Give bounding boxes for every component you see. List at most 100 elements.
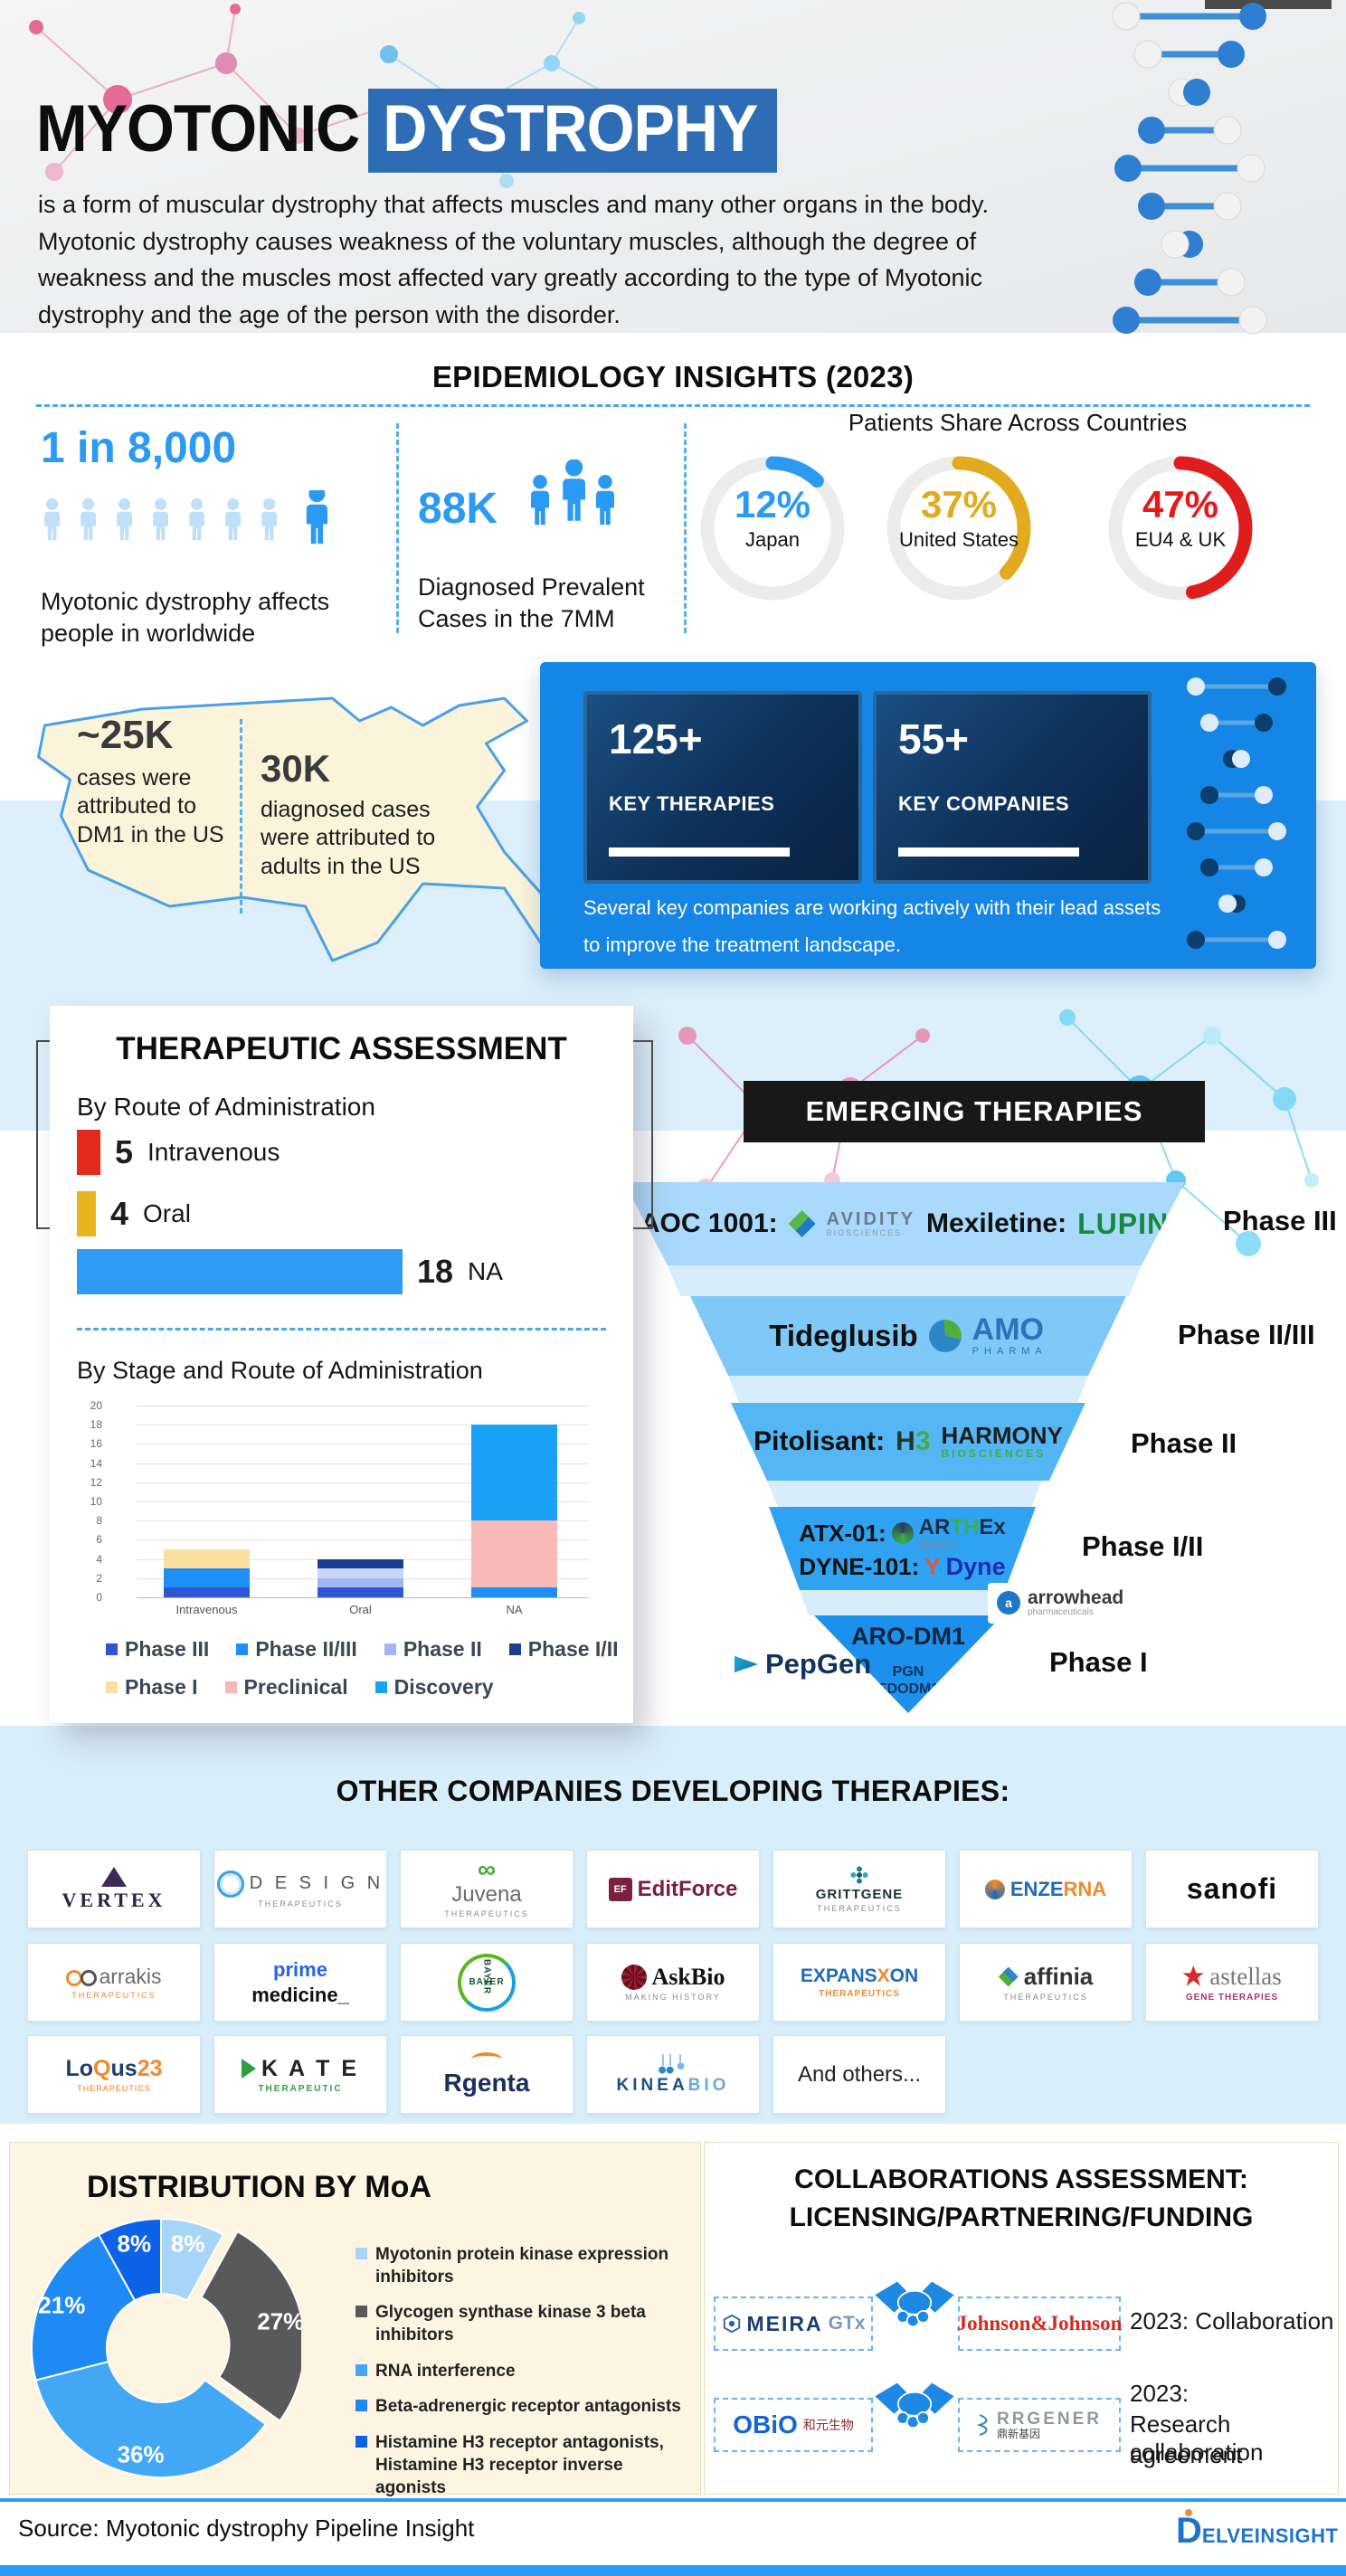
page-title-highlight: DYSTROPHY	[368, 89, 778, 173]
route-bar	[77, 1249, 403, 1294]
pepgen-logo: PepGen	[735, 1648, 871, 1681]
route-label: Oral	[143, 1199, 191, 1227]
company-logo-bayer: BAYER BAYER	[400, 1943, 573, 2022]
gauge-value: 12%	[734, 483, 811, 526]
dyne-logo: Dyne	[945, 1552, 1006, 1580]
people-row-icon	[44, 490, 327, 545]
gauge-japan: 12%Japan	[693, 449, 852, 608]
arthex-icon	[892, 1522, 914, 1544]
company-logo-astellas: astellas GENE THERAPIES	[1145, 1943, 1319, 2022]
grittgene-icon	[849, 1865, 869, 1885]
arrowhead-logo: a arrowhead pharmaceuticals	[988, 1583, 1133, 1624]
funnel-phase3-band: AOC 1001: AVIDITY BIOSCIENCES Mexiletine…	[624, 1182, 1185, 1265]
handshake-icon	[872, 2381, 957, 2429]
gauge-country: United States	[898, 528, 1019, 551]
underline-bar	[898, 848, 1079, 857]
drug-pitolisant: Pitolisant:	[754, 1426, 886, 1456]
collab-note-2-line1: 2023:	[1130, 2380, 1190, 2407]
us-dm1-cases-text: cases were attributed to DM1 in the US	[77, 765, 224, 848]
funnel-connector	[668, 1265, 1142, 1296]
funnel-connector	[728, 1376, 1088, 1403]
prevalence-caption: Myotonic dystrophy affects people in wor…	[41, 588, 330, 648]
key-therapies-card: 125+ KEY THERAPIES	[583, 691, 862, 884]
route-chart-title: By Route of Administration	[77, 1093, 375, 1121]
us-dm1-cases-value: ~25K	[77, 713, 174, 757]
enzerna-icon	[984, 1879, 1005, 1899]
gauge-country: Japan	[745, 528, 800, 551]
kineabio-icon	[658, 2053, 688, 2074]
route-row-intravenous: 5 Intravenous	[77, 1129, 280, 1176]
phase-label-3: Phase III	[1223, 1205, 1337, 1236]
drug-edodm1: EDODM1	[877, 1681, 940, 1698]
epidemiology-title: EPIDEMIOLOGY INSIGHTS (2023)	[431, 360, 915, 393]
key-box-caption: Several key companies are working active…	[583, 896, 1161, 956]
dashed-divider-vertical-2	[684, 423, 687, 633]
drug-pgn: PGN	[892, 1664, 924, 1680]
rgenta-arc-icon	[471, 2051, 502, 2067]
phase-label-1: Phase I	[1049, 1646, 1148, 1678]
askbio-icon	[621, 1964, 647, 1990]
underline-bar	[609, 848, 790, 857]
collab-note-2-line3: agreement	[1130, 2441, 1243, 2468]
johnson-johnson-logo-box: Johnson&Johnson	[957, 2297, 1122, 2351]
affinia-icon	[998, 1966, 1019, 1987]
juvena-icon: ∞	[478, 1855, 496, 1884]
company-logo-enzerna: ENZERNA	[959, 1850, 1133, 1928]
key-therapies-value: 125+	[609, 715, 703, 762]
footer-bar	[0, 2565, 1346, 2576]
key-stats-box: 125+ KEY THERAPIES 55+ KEY COMPANIES	[540, 662, 1316, 969]
gauge-eu4-uk: 47%EU4 & UK	[1101, 449, 1260, 608]
map-divider	[240, 719, 242, 914]
gauge-united-states: 37%United States	[879, 449, 1038, 608]
design-icon	[216, 1870, 244, 1898]
company-logo-sanofi: sanofi	[1145, 1850, 1319, 1928]
avidity-icon	[789, 1210, 816, 1237]
diagnosed-cases-value: 88K	[418, 485, 498, 533]
svg-text:27%: 27%	[257, 2307, 301, 2334]
dashed-divider	[36, 404, 1310, 407]
us-adult-cases-value: 30K	[261, 747, 331, 790]
collaborations-title-line2: LICENSING/PARTNERING/FUNDING	[789, 2202, 1254, 2232]
arthex-logo: ARTHEx biotech	[918, 1515, 1006, 1552]
company-logo-askbio: AskBio MAKING HISTORY	[586, 1943, 760, 2022]
drug-mexiletine: Mexiletine:	[926, 1208, 1067, 1238]
funnel-phase2-3-band: Tideglusib AMO PHARMA	[690, 1296, 1126, 1376]
people-group-icon	[531, 459, 614, 526]
collab-note-1: 2023: Collaboration	[1130, 2307, 1334, 2334]
key-therapies-label: KEY THERAPIES	[609, 792, 775, 815]
collaborations-panel: COLLABORATIONS ASSESSMENT: LICENSING/PAR…	[704, 2142, 1339, 2495]
route-value: 5	[115, 1133, 134, 1170]
lupin-logo: LUPIN	[1077, 1207, 1170, 1240]
route-row-na: 18 NA	[77, 1248, 503, 1295]
meiragtx-logo-box: MEIRA GTx	[714, 2297, 873, 2351]
obio-logo-box: OBiO 和元生物	[714, 2398, 873, 2452]
other-companies-heading: OTHER COMPANIES DEVELOPING THERAPIES:	[336, 1775, 1010, 1807]
dna-helix-small	[1187, 677, 1286, 949]
gauge-value: 47%	[1142, 483, 1219, 526]
route-row-oral: 4 Oral	[77, 1190, 191, 1237]
phase-label-1-2: Phase I/II	[1082, 1530, 1204, 1562]
svg-text:8%: 8%	[117, 2230, 151, 2257]
harmony-h3-icon: H3	[896, 1426, 931, 1456]
company-logo-prime-medicine: prime medicine_	[213, 1943, 387, 2022]
vertex-icon	[101, 1866, 127, 1887]
dyne-icon: Y	[924, 1552, 941, 1580]
company-logo-kate: K A T E THERAPEUTIC	[213, 2035, 387, 2114]
dyne101-row: DYNE-101: Y Dyne	[799, 1552, 1006, 1580]
dashed-divider-vertical	[396, 423, 399, 633]
bayer-cross-icon: BAYER BAYER	[458, 1953, 516, 2012]
source-text: Source: Myotonic dystrophy Pipeline Insi…	[18, 2514, 475, 2542]
route-label: Intravenous	[147, 1138, 280, 1166]
drug-aro-dm1: ARO-DM1	[851, 1623, 965, 1650]
phase-label-2-3: Phase II/III	[1178, 1319, 1315, 1350]
delveinsight-logo: D ELVEINSIGHT	[1176, 2509, 1339, 2551]
arrakis-icon	[66, 1969, 98, 1986]
avidity-logo: AVIDITY BIOSCIENCES	[826, 1208, 916, 1237]
arrowhead-icon: a	[997, 1591, 1020, 1615]
key-companies-card: 55+ KEY COMPANIES	[873, 691, 1152, 884]
company-logo-design-therapeutics: D E S I G N THERAPEUTICS	[213, 1850, 387, 1928]
